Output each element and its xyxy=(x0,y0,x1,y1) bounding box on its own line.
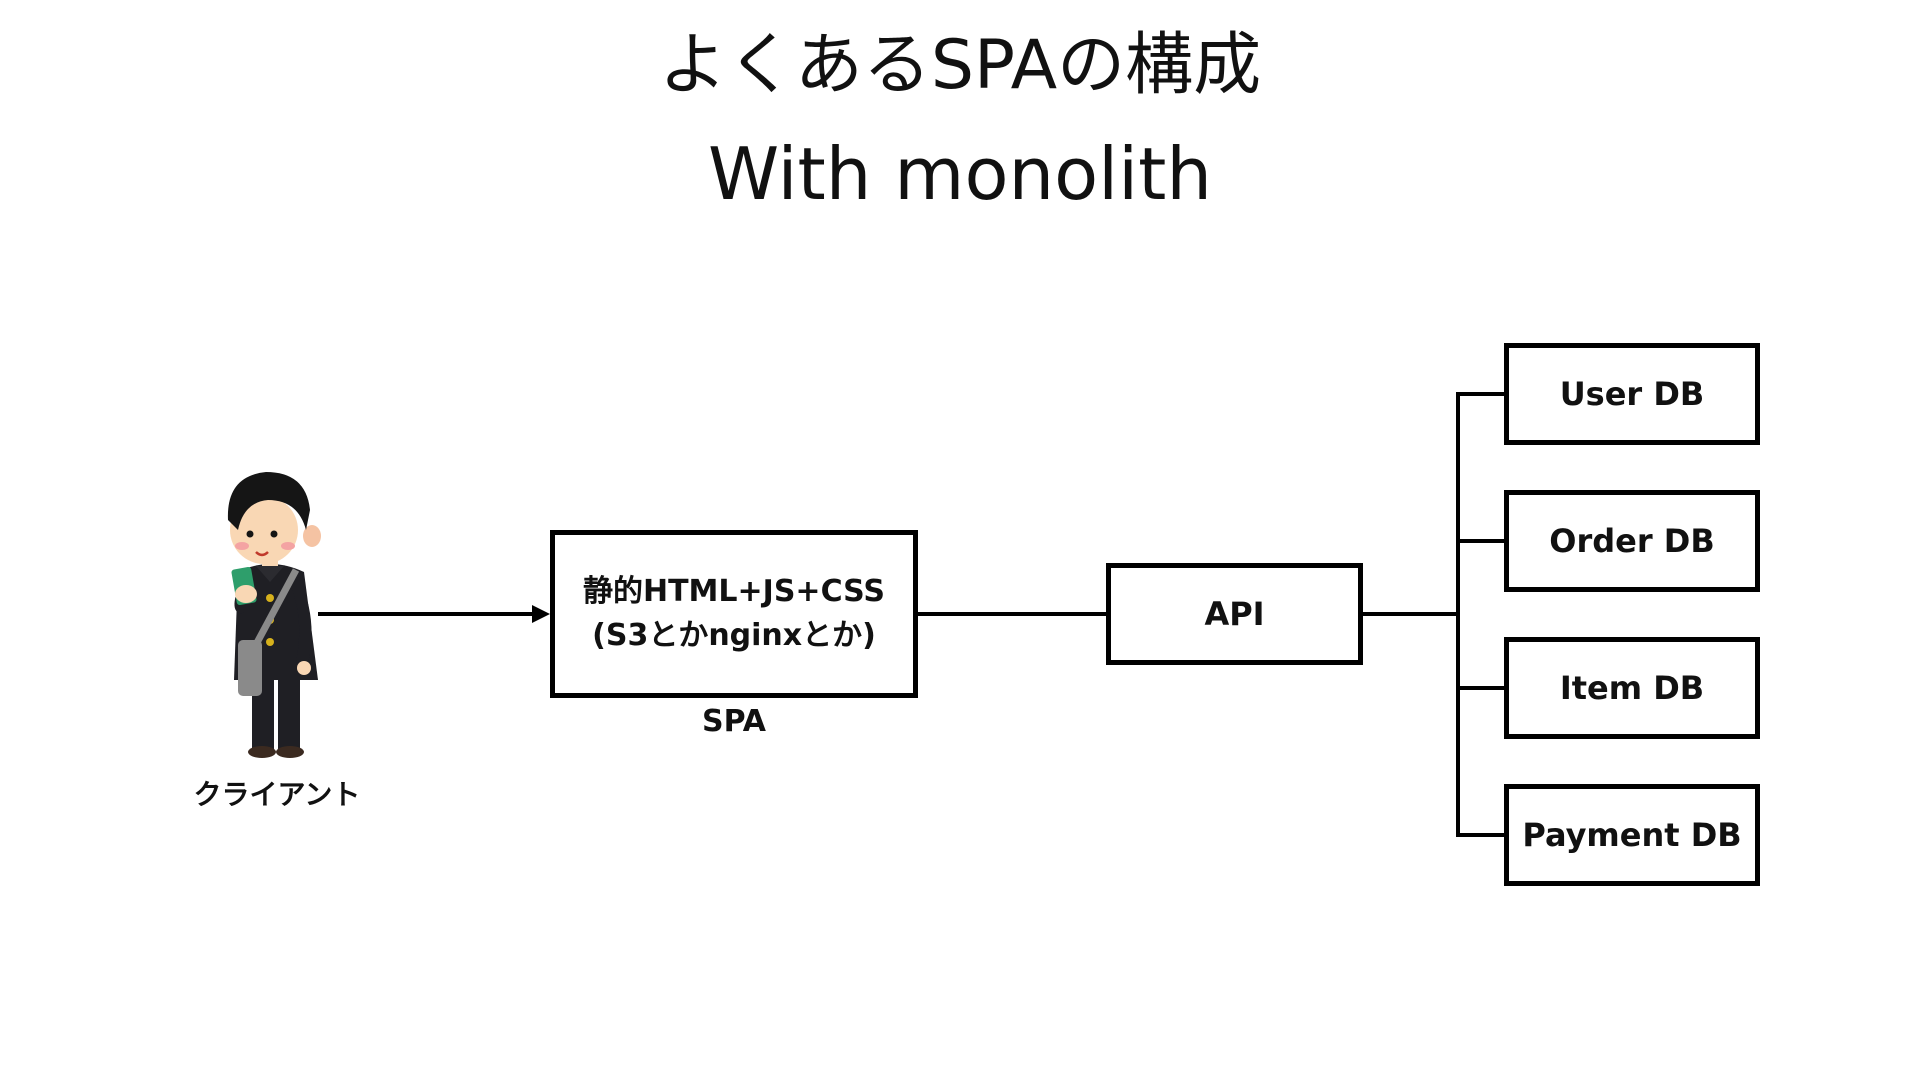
payment-db-box: Payment DB xyxy=(1504,784,1760,886)
student-with-phone-icon xyxy=(227,472,321,758)
payment-db-label: Payment DB xyxy=(1522,816,1742,854)
slide-subtitle: With monolith xyxy=(707,132,1213,216)
spa-box-line2: (S3とかnginxとか) xyxy=(592,618,876,653)
user-db-label: User DB xyxy=(1559,375,1705,413)
order-db-label: Order DB xyxy=(1549,522,1715,560)
api-box: API xyxy=(1106,563,1363,665)
order-db-box: Order DB xyxy=(1504,490,1760,592)
item-db-box: Item DB xyxy=(1504,637,1760,739)
slide-title: よくあるSPAの構成 xyxy=(658,26,1262,105)
client-label: クライアント xyxy=(193,778,361,811)
spa-box-line1: 静的HTML+JS+CSS xyxy=(582,574,886,609)
user-db-box: User DB xyxy=(1504,343,1760,445)
item-db-label: Item DB xyxy=(1559,669,1705,707)
api-label: API xyxy=(1204,595,1265,633)
spa-caption: SPA xyxy=(701,704,767,739)
spa-box: 静的HTML+JS+CSS (S3とかnginxとか) xyxy=(550,530,918,698)
arrowhead-icon xyxy=(532,605,550,623)
